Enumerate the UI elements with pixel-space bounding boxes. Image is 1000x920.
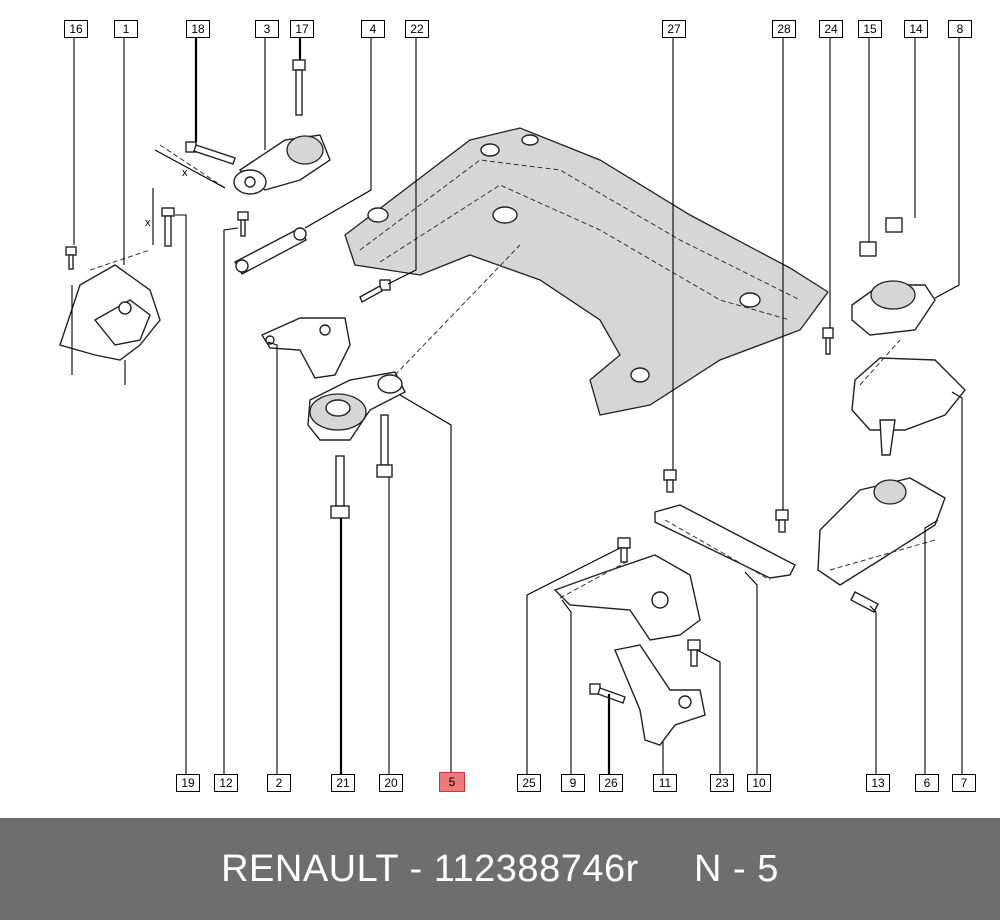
part-7-bracket xyxy=(851,357,966,456)
part-17-bolt xyxy=(292,59,306,116)
part-3-torque-rod xyxy=(233,134,331,195)
diagram-area: x x 16 1 18 3 17 4 22 27 28 24 15 14 8 1… xyxy=(59,20,976,792)
callout-26: 26 xyxy=(599,774,623,792)
part-9-lower-bracket xyxy=(553,554,701,641)
dimension-marks: x x xyxy=(145,149,226,245)
callout-13: 13 xyxy=(866,774,890,792)
alignment-lines xyxy=(89,144,936,599)
part-8-top-mount xyxy=(851,280,936,336)
part-23-bolt xyxy=(687,639,701,667)
callout-17: 17 xyxy=(290,20,314,38)
leader-lines xyxy=(73,38,963,775)
footer-bar: RENAULT - 112388746r N - 5 xyxy=(0,818,1000,920)
part-5-rear-mount xyxy=(307,371,406,441)
callout-28: 28 xyxy=(772,20,796,38)
callout-2: 2 xyxy=(267,774,291,792)
callout-23: 23 xyxy=(710,774,734,792)
part-27-bolt xyxy=(663,469,677,493)
callout-8: 8 xyxy=(948,20,972,38)
callout-6: 6 xyxy=(915,774,939,792)
callout-20: 20 xyxy=(379,774,403,792)
callout-15: 15 xyxy=(858,20,882,38)
part-26-bolt xyxy=(589,683,626,704)
part-12-bolt xyxy=(237,211,249,237)
callout-22: 22 xyxy=(405,20,429,38)
dimension-x-2: x xyxy=(145,217,151,229)
footer-part-label: RENAULT - 112388746r N - 5 xyxy=(221,847,779,890)
part-18-bolt xyxy=(185,141,236,165)
callout-21: 21 xyxy=(331,774,355,792)
part-22-bolt xyxy=(359,279,391,303)
callout-14: 14 xyxy=(904,20,928,38)
callout-18: 18 xyxy=(186,20,210,38)
part-10-crossbar xyxy=(654,504,796,579)
callout-1: 1 xyxy=(114,20,138,38)
part-20-bolt xyxy=(376,414,393,478)
callout-3: 3 xyxy=(255,20,279,38)
callout-24: 24 xyxy=(819,20,843,38)
callout-16: 16 xyxy=(64,20,88,38)
exploded-view-drawing: x x xyxy=(59,38,966,775)
part-2-bracket xyxy=(260,317,351,379)
callout-11: 11 xyxy=(653,774,677,792)
callout-7: 7 xyxy=(952,774,976,792)
part-1-bracket xyxy=(59,264,161,385)
part-15-nut xyxy=(859,241,877,257)
part-24-bolt xyxy=(822,327,834,355)
dimension-x-1: x xyxy=(182,167,188,179)
part-14-nut xyxy=(885,217,903,233)
part-16-bolt xyxy=(65,246,77,270)
part-28-bolt xyxy=(775,509,789,533)
subframe xyxy=(344,127,829,416)
callout-27: 27 xyxy=(662,20,686,38)
callout-5-highlighted: 5 xyxy=(439,772,465,792)
callout-12: 12 xyxy=(214,774,238,792)
callout-25: 25 xyxy=(517,774,541,792)
callout-9: 9 xyxy=(561,774,585,792)
part-6-mount-body xyxy=(817,477,946,586)
callout-4: 4 xyxy=(361,20,385,38)
part-19-bolt xyxy=(161,207,175,247)
part-4-link-rod xyxy=(234,227,307,275)
part-21-bolt xyxy=(330,455,350,519)
part-25-bolt xyxy=(617,537,631,563)
callout-10: 10 xyxy=(747,774,771,792)
callout-19: 19 xyxy=(176,774,200,792)
part-13-bolt xyxy=(850,591,879,613)
part-11-lower-arm xyxy=(614,644,706,746)
